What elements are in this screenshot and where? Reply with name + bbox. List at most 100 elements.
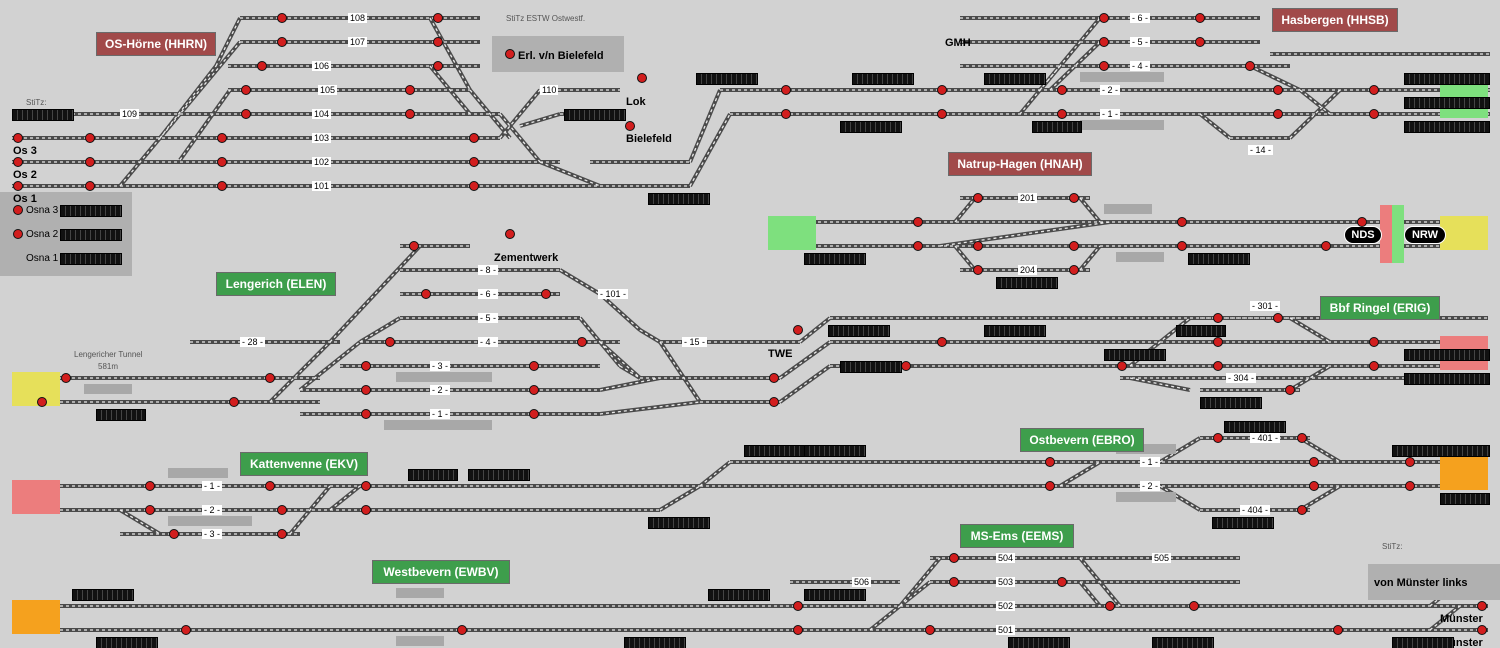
end-zone-yellow-elen[interactable] bbox=[12, 372, 60, 406]
signal-lamp[interactable] bbox=[949, 577, 959, 587]
signal-lamp[interactable] bbox=[277, 37, 287, 47]
signal-lamp[interactable] bbox=[181, 625, 191, 635]
signal-lamp[interactable] bbox=[1057, 109, 1067, 119]
signal-lamp[interactable] bbox=[469, 157, 479, 167]
track-108[interactable]: 108 bbox=[348, 13, 368, 23]
signal-lamp[interactable] bbox=[1357, 217, 1367, 227]
track-103[interactable]: 103 bbox=[312, 133, 332, 143]
track-erig-304[interactable]: - 304 - bbox=[1226, 373, 1257, 383]
track-elen-101[interactable]: - 101 - bbox=[598, 289, 629, 299]
signal-lamp[interactable] bbox=[145, 505, 155, 515]
signal-lamp[interactable] bbox=[85, 157, 95, 167]
signal-lamp[interactable] bbox=[1213, 433, 1223, 443]
station-westbevern[interactable]: Westbevern (EWBV) bbox=[372, 560, 510, 584]
signal-lamp[interactable] bbox=[217, 133, 227, 143]
track-ebro-1[interactable]: - 1 - bbox=[1140, 457, 1161, 467]
end-zone-orange-ewbv[interactable] bbox=[12, 600, 60, 634]
track-elen-5[interactable]: - 5 - bbox=[478, 313, 499, 323]
signal-lamp[interactable] bbox=[949, 553, 959, 563]
signal-lamp[interactable] bbox=[265, 481, 275, 491]
signal-lamp[interactable] bbox=[217, 157, 227, 167]
station-os-hoerne[interactable]: OS-Hörne (HHRN) bbox=[96, 32, 216, 56]
track-504[interactable]: 504 bbox=[996, 553, 1016, 563]
track-ebro-401[interactable]: - 401 - bbox=[1250, 433, 1281, 443]
signal-lamp[interactable] bbox=[361, 409, 371, 419]
track-502[interactable]: 502 bbox=[996, 601, 1016, 611]
signal-lamp[interactable] bbox=[265, 373, 275, 383]
signal-lamp[interactable] bbox=[529, 409, 539, 419]
track-elen-2[interactable]: - 2 - bbox=[430, 385, 451, 395]
track-hhsb-6[interactable]: - 6 - bbox=[1130, 13, 1151, 23]
station-natrup-hagen[interactable]: Natrup-Hagen (HNAH) bbox=[948, 152, 1092, 176]
signal-lamp[interactable] bbox=[1297, 433, 1307, 443]
signal-lamp[interactable] bbox=[1195, 13, 1205, 23]
signal-lamp[interactable] bbox=[973, 265, 983, 275]
track-201[interactable]: 201 bbox=[1018, 193, 1038, 203]
signal-lamp[interactable] bbox=[433, 37, 443, 47]
signal-lamp[interactable] bbox=[277, 13, 287, 23]
track-ekv-1[interactable]: - 1 - bbox=[202, 481, 223, 491]
signal-lamp[interactable] bbox=[241, 85, 251, 95]
signal-lamp[interactable] bbox=[1099, 13, 1109, 23]
track-elen-28[interactable]: - 28 - bbox=[240, 337, 266, 347]
signal-lamp[interactable] bbox=[1069, 241, 1079, 251]
track-ekv-3[interactable]: - 3 - bbox=[202, 529, 223, 539]
track-ebro-2[interactable]: - 2 - bbox=[1140, 481, 1161, 491]
track-hhsb-5[interactable]: - 5 - bbox=[1130, 37, 1151, 47]
track-ekv-2[interactable]: - 2 - bbox=[202, 505, 223, 515]
signal-lamp[interactable] bbox=[1213, 313, 1223, 323]
track-204[interactable]: 204 bbox=[1018, 265, 1038, 275]
signal-lamp[interactable] bbox=[1069, 265, 1079, 275]
signal-lamp[interactable] bbox=[433, 61, 443, 71]
track-elen-3[interactable]: - 3 - bbox=[430, 361, 451, 371]
signal-lamp[interactable] bbox=[793, 601, 803, 611]
osna2-label[interactable]: Osna 2 bbox=[26, 229, 59, 240]
end-zone-red-ekv[interactable] bbox=[12, 480, 60, 514]
signal-lamp[interactable] bbox=[1333, 625, 1343, 635]
signal-lamp[interactable] bbox=[13, 157, 23, 167]
signal-lamp[interactable] bbox=[61, 373, 71, 383]
signal-lamp[interactable] bbox=[1309, 481, 1319, 491]
signal-lamp[interactable] bbox=[37, 397, 47, 407]
track-102[interactable]: 102 bbox=[312, 157, 332, 167]
station-lengerich[interactable]: Lengerich (ELEN) bbox=[216, 272, 336, 296]
signal-lamp[interactable] bbox=[637, 73, 647, 83]
track-hhsb-1[interactable]: - 1 - bbox=[1100, 109, 1121, 119]
signal-lamp[interactable] bbox=[1177, 241, 1187, 251]
signal-lamp[interactable] bbox=[361, 361, 371, 371]
signal-lamp[interactable] bbox=[529, 385, 539, 395]
signal-lamp[interactable] bbox=[925, 625, 935, 635]
signal-lamp[interactable] bbox=[793, 325, 803, 335]
signal-lamp[interactable] bbox=[241, 109, 251, 119]
track-105[interactable]: 105 bbox=[318, 85, 338, 95]
track-hhsb-4[interactable]: - 4 - bbox=[1130, 61, 1151, 71]
signal-lamp[interactable] bbox=[1273, 109, 1283, 119]
signal-lamp[interactable] bbox=[1057, 577, 1067, 587]
track-elen-1[interactable]: - 1 - bbox=[430, 409, 451, 419]
signal-lamp[interactable] bbox=[405, 109, 415, 119]
signal-lamp[interactable] bbox=[793, 625, 803, 635]
signal-lamp[interactable] bbox=[1285, 385, 1295, 395]
track-506[interactable]: 506 bbox=[852, 577, 872, 587]
signal-lamp[interactable] bbox=[1273, 313, 1283, 323]
signal-lamp[interactable] bbox=[577, 337, 587, 347]
track-ebro-404[interactable]: - 404 - bbox=[1240, 505, 1271, 515]
signal-lamp[interactable] bbox=[913, 217, 923, 227]
track-503[interactable]: 503 bbox=[996, 577, 1016, 587]
track-elen-8[interactable]: - 8 - bbox=[478, 265, 499, 275]
signal-lamp[interactable] bbox=[13, 181, 23, 191]
signal-lamp[interactable] bbox=[1245, 61, 1255, 71]
signal-lamp[interactable] bbox=[1057, 85, 1067, 95]
signal-lamp[interactable] bbox=[1477, 625, 1487, 635]
signal-lamp[interactable] bbox=[1105, 601, 1115, 611]
signal-lamp[interactable] bbox=[1369, 109, 1379, 119]
signal-lamp[interactable] bbox=[1273, 85, 1283, 95]
signal-lamp[interactable] bbox=[85, 133, 95, 143]
signal-lamp[interactable] bbox=[13, 205, 23, 215]
signal-lamp[interactable] bbox=[277, 529, 287, 539]
track-elen-6[interactable]: - 6 - bbox=[478, 289, 499, 299]
signal-lamp[interactable] bbox=[469, 181, 479, 191]
signal-lamp[interactable] bbox=[541, 289, 551, 299]
osna1-label[interactable]: Osna 1 bbox=[26, 253, 59, 264]
track-107[interactable]: 107 bbox=[348, 37, 368, 47]
